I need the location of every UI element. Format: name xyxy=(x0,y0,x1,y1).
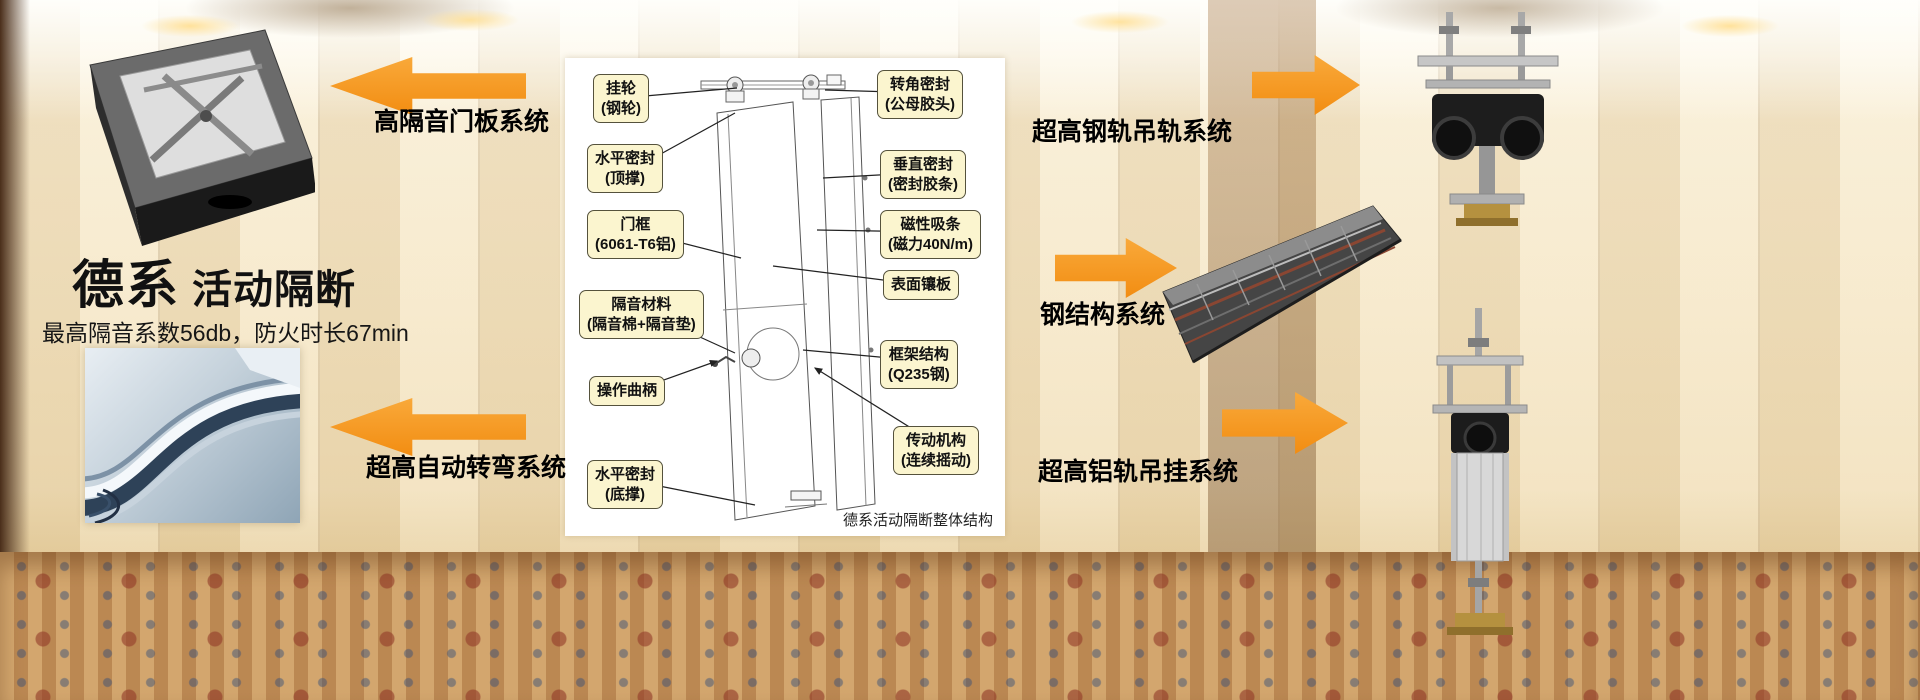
diagram-label-transmission: 传动机构 (连续摇动) xyxy=(893,426,979,475)
diagram-label-hanging-wheel: 挂轮 (钢轮) xyxy=(593,74,649,123)
product-name: 活动隔断 xyxy=(192,268,357,312)
label-steel-structure-system: 钢结构系统 xyxy=(1040,301,1166,329)
page-title: 德系 活动隔断 xyxy=(72,243,356,318)
diagram-label-top-seal: 水平密封 (顶撑) xyxy=(587,144,664,193)
diagram-label-frame-structure: 框架结构 (Q235钢) xyxy=(880,340,958,389)
diagram-label-corner-seal: 转角密封 (公母胶头) xyxy=(877,70,963,119)
background-carpet xyxy=(0,552,1920,700)
diagram-label-acoustic-material: 隔音材料 (隔音棉+隔音垫) xyxy=(579,290,704,339)
label-auto-turning-system: 超高自动转弯系统 xyxy=(366,454,567,482)
photo-steel-structure xyxy=(1155,192,1405,377)
photo-door-panel-mechanism xyxy=(80,20,316,250)
label-door-panel-system: 高隔音门板系统 xyxy=(374,108,550,136)
photo-curved-track xyxy=(79,348,306,525)
page-subtitle: 最高隔音系数56db，防火时长67min xyxy=(42,320,409,346)
label-aluminum-rail-system: 超高铝轨吊挂系统 xyxy=(1038,458,1239,486)
diagram-label-surface-panel: 表面镶板 xyxy=(883,270,960,300)
photo-steel-rail-hanger xyxy=(1390,8,1590,233)
diagram-label-door-frame: 门框 (6061-T6铝) xyxy=(587,210,684,259)
photo-aluminum-rail-hanger xyxy=(1393,308,1568,643)
diagram-caption: 德系活动隔断整体结构 xyxy=(842,512,993,529)
diagram-label-vertical-seal: 垂直密封 (密封胶条) xyxy=(880,150,966,199)
diagram-label-magnetic-strip: 磁性吸条 (磁力40N/m) xyxy=(880,210,982,259)
partition-structure-drawing xyxy=(632,74,944,521)
diagram-label-operating-crank: 操作曲柄 xyxy=(589,376,666,406)
background-left-edge xyxy=(0,0,30,562)
diagram-label-bottom-seal: 水平密封 (底撑) xyxy=(587,460,664,509)
label-steel-rail-system: 超高钢轨吊轨系统 xyxy=(1032,118,1233,146)
brand-name: 德系 xyxy=(72,257,181,315)
structure-diagram-panel: 挂轮 (钢轮) 水平密封 (顶撑) 门框 (6061-T6铝) 隔音材料 (隔音… xyxy=(565,58,1005,536)
